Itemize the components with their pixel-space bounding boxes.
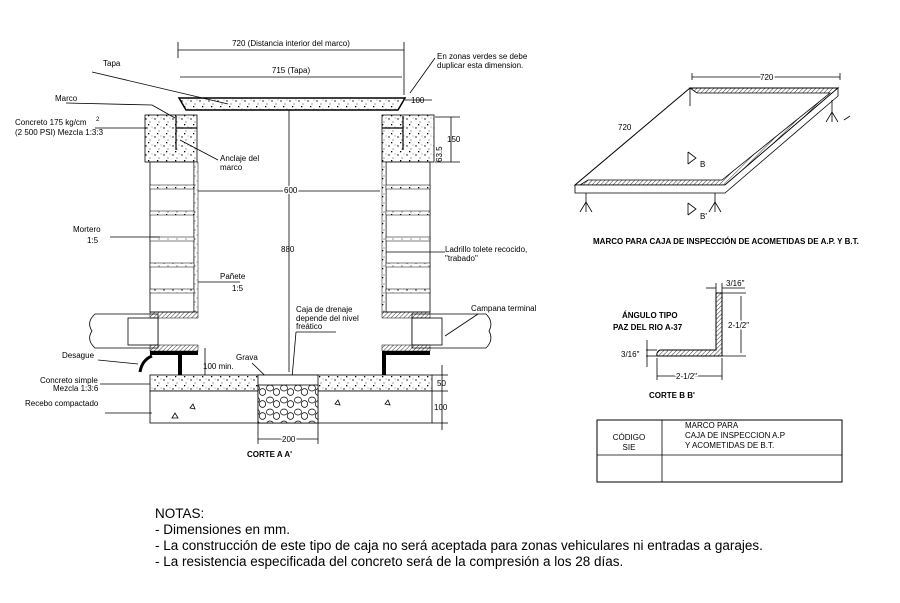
label-anclaje-2: marco: [220, 163, 243, 172]
dim-height: 2-1/2": [728, 321, 749, 330]
desague-pipe: [138, 354, 153, 373]
label-grava: Grava: [236, 353, 258, 362]
mortar-joint: [149, 236, 195, 242]
aggregate-marks: [171, 399, 391, 419]
mortar-joint: [385, 184, 431, 190]
concrete-collar-left: [144, 114, 198, 163]
mortar-joint: [385, 288, 431, 294]
section-marker-b-prime: [687, 202, 697, 216]
dim-600: 600: [284, 186, 298, 195]
dim-thick-left: 3/16": [621, 350, 640, 359]
label-mortero: Mortero: [73, 225, 101, 234]
notes: NOTAS: - Dimensiones en mm. - La constru…: [155, 506, 763, 570]
label-recebo: Recebo compactado: [25, 399, 99, 408]
dim-100-min: 100 min.: [203, 362, 234, 371]
code-label: CÓDIGO: [613, 433, 645, 442]
label-concreto-simple-1: Concreto simple: [40, 376, 98, 385]
label-anclaje-1: Anclaje del: [220, 154, 259, 163]
label-caja-1: Caja de drenaje: [296, 305, 353, 314]
marco-angle-left: [175, 116, 197, 150]
dim-720-top: 720: [760, 73, 774, 82]
label-concreto-2: (2 500 PSI) Mezcla 1:3:3: [15, 128, 104, 137]
label-concreto-simple-2: Mezcla 1:3:6: [53, 384, 99, 393]
dim-100-top: 100: [411, 96, 425, 105]
label-concreto-sup: 2: [96, 117, 100, 123]
angle-title-2: PAZ DEL RIO A-37: [613, 323, 683, 332]
label-panete-ratio: 1:5: [232, 284, 244, 293]
label-caja-3: freático: [296, 322, 323, 331]
label-concreto-1: Concreto 175 kg/cm: [15, 118, 87, 127]
pipe-left: [89, 311, 199, 375]
dim-100-bottom: 100: [434, 403, 448, 412]
frame-view-title: MARCO PARA CAJA DE INSPECCIÓN DE ACOMETI…: [593, 237, 859, 246]
section-marker-b: [687, 151, 697, 165]
label-desague: Desague: [62, 351, 95, 360]
title-block: CÓDIGO SIE MARCO PARA CAJA DE INSPECCION…: [596, 419, 843, 483]
section-aa-title: CORTE A A': [247, 450, 292, 459]
label-marco: Marco: [55, 94, 78, 103]
label-tapa: Tapa: [103, 59, 121, 68]
dim-63-5: 63.5: [435, 146, 444, 162]
code-label-sie: SIE: [623, 443, 636, 452]
frame-outline: [573, 87, 840, 186]
mortar-joint: [149, 288, 195, 294]
mortar-joint: [149, 210, 195, 216]
dim-tapa-label: 715 (Tapa): [272, 66, 311, 75]
note-item: - La resistencia especificada del concre…: [155, 554, 624, 569]
description-3: Y ACOMETIDAS DE B.T.: [685, 441, 774, 450]
dim-interior-label: 720 (Distancia interior del marco): [232, 39, 350, 48]
dim-150: 150: [447, 135, 461, 144]
section-bb-title: CORTE B B': [649, 391, 695, 400]
description-1: MARCO PARA: [685, 421, 739, 430]
section-bb: 3/16" 2-1/2" ÁNGULO TIPO PAZ DEL RIO A-3…: [613, 279, 751, 400]
mortar-joint: [385, 262, 431, 268]
label-ladrillo-1: Ladrillo tolete recocido,: [445, 245, 527, 254]
mortar-joint: [149, 262, 195, 268]
dim-thick-top: 3/16": [726, 279, 745, 288]
frame-isometric-view: 720 720 B B' MARCO PARA CAJA DE INSPECCI…: [573, 72, 859, 246]
marker-b: B: [700, 160, 705, 169]
label-campana: Campana terminal: [471, 304, 537, 313]
note-item: - La construcción de este tipo de caja n…: [155, 538, 763, 553]
angle-profile: [656, 292, 723, 357]
tapa-slab: [177, 97, 407, 111]
dim-880: 880: [281, 245, 295, 254]
mortar-joint: [385, 210, 431, 216]
dim-720-side: 720: [618, 123, 632, 132]
label-ladrillo-2: "trabado": [445, 254, 478, 263]
mortar-joint: [385, 236, 431, 242]
section-aa: 720 (Distancia interior del marco) 715 (…: [15, 39, 537, 459]
dim-50: 50: [437, 379, 446, 388]
concrete-collar-right: [381, 114, 435, 163]
dim-width: 2-1/2": [676, 372, 697, 381]
marker-b-prime: B': [700, 212, 707, 221]
pipe-right: [381, 311, 492, 375]
label-mortero-ratio: 1:5: [87, 236, 99, 245]
note-green-2: duplicar esta dimension.: [437, 61, 523, 70]
notes-heading: NOTAS:: [155, 506, 205, 521]
label-caja-2: depende del nivel: [296, 314, 359, 323]
mortar-joints: [149, 184, 431, 294]
angle-title-1: ÁNGULO TIPO: [622, 311, 678, 320]
label-panete: Pañete: [220, 272, 246, 281]
gravel-fill: [257, 384, 319, 424]
dim-200: 200: [282, 435, 296, 444]
note-green-1: En zonas verdes se debe: [437, 52, 528, 61]
note-item: - Dimensiones en mm.: [155, 522, 291, 537]
marco-angle-right: [382, 116, 404, 150]
mortar-joint: [149, 184, 195, 190]
description-2: CAJA DE INSPECCION A.P: [685, 431, 785, 440]
